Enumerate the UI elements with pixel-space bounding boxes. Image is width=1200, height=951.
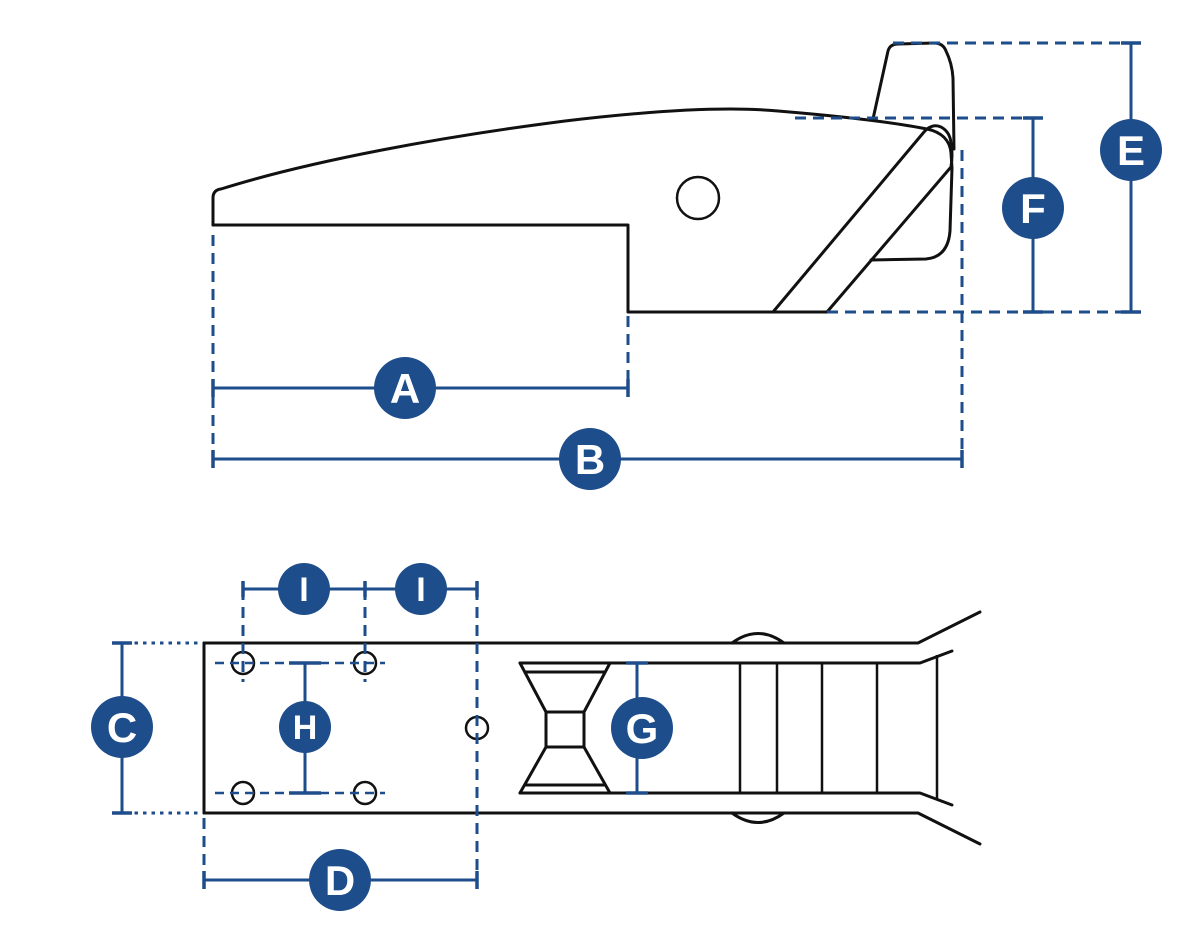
dimension-marker-b: B	[559, 428, 621, 490]
dimension-marker-i2: I	[395, 563, 447, 615]
plate-outer-bottom-edge	[202, 811, 982, 846]
dimension-a: A	[211, 357, 630, 419]
marker-circle-i1	[278, 563, 330, 615]
marker-circle-c	[91, 696, 153, 758]
tick	[289, 661, 321, 795]
channel-inner-top-edge	[518, 649, 954, 665]
tick	[211, 379, 630, 397]
tick	[626, 661, 648, 795]
marker-circle-d	[309, 849, 371, 911]
dimension-i-pair: I I	[241, 563, 479, 615]
marker-label-g: G	[626, 705, 659, 752]
plate-outer-top-edge	[202, 610, 982, 645]
dimension-marker-g: G	[611, 697, 673, 759]
arm-outline	[211, 107, 954, 262]
fin-outline	[871, 41, 956, 151]
dimension-marker-a: A	[374, 357, 436, 419]
marker-circle-h	[279, 701, 331, 753]
marker-circle-i2	[395, 563, 447, 615]
axle-boss-top	[730, 632, 786, 645]
marker-label-i2: I	[416, 571, 425, 609]
tick	[112, 641, 132, 815]
pivot-hole	[675, 175, 721, 221]
arm-bottom-step-outline	[211, 223, 829, 314]
dimension-marker-d: D	[309, 849, 371, 911]
marker-circle-a	[374, 357, 436, 419]
dimension-b: B	[211, 428, 964, 490]
marker-circle-e	[1100, 119, 1162, 181]
top-view: I I C H	[91, 563, 982, 911]
axle-boss-bottom	[730, 811, 786, 824]
dimension-d: D	[202, 849, 479, 911]
roller-plan-outline	[518, 661, 612, 795]
marker-circle-b	[559, 428, 621, 490]
dimension-g: G	[611, 661, 673, 795]
marker-label-b: B	[575, 436, 605, 483]
roller-side-outline	[771, 124, 954, 314]
marker-label-i1: I	[299, 571, 308, 609]
tick	[202, 871, 479, 889]
cross-brace-bars	[738, 655, 939, 800]
dimension-c: C	[91, 641, 153, 815]
marker-label-e: E	[1117, 127, 1145, 174]
dimension-marker-c: C	[91, 696, 153, 758]
marker-circle-f	[1002, 177, 1064, 239]
tick	[1121, 41, 1141, 314]
dimension-e: E	[1100, 41, 1162, 314]
marker-label-h: H	[293, 709, 318, 747]
dimension-marker-e: E	[1100, 119, 1162, 181]
tick	[241, 581, 479, 597]
dimension-marker-f: F	[1002, 177, 1064, 239]
dimension-marker-i1: I	[278, 563, 330, 615]
tick	[211, 450, 964, 468]
dimension-marker-h: H	[279, 701, 331, 753]
marker-label-a: A	[390, 365, 420, 412]
tick	[1023, 116, 1043, 314]
side-view: A B E F	[211, 41, 1162, 490]
dimension-f: F	[1002, 116, 1064, 314]
dimension-h: H	[279, 661, 331, 795]
marker-circle-g	[611, 697, 673, 759]
marker-label-c: C	[107, 704, 137, 751]
marker-label-f: F	[1020, 185, 1046, 232]
marker-label-d: D	[325, 857, 355, 904]
channel-inner-bottom-edge	[518, 791, 954, 807]
